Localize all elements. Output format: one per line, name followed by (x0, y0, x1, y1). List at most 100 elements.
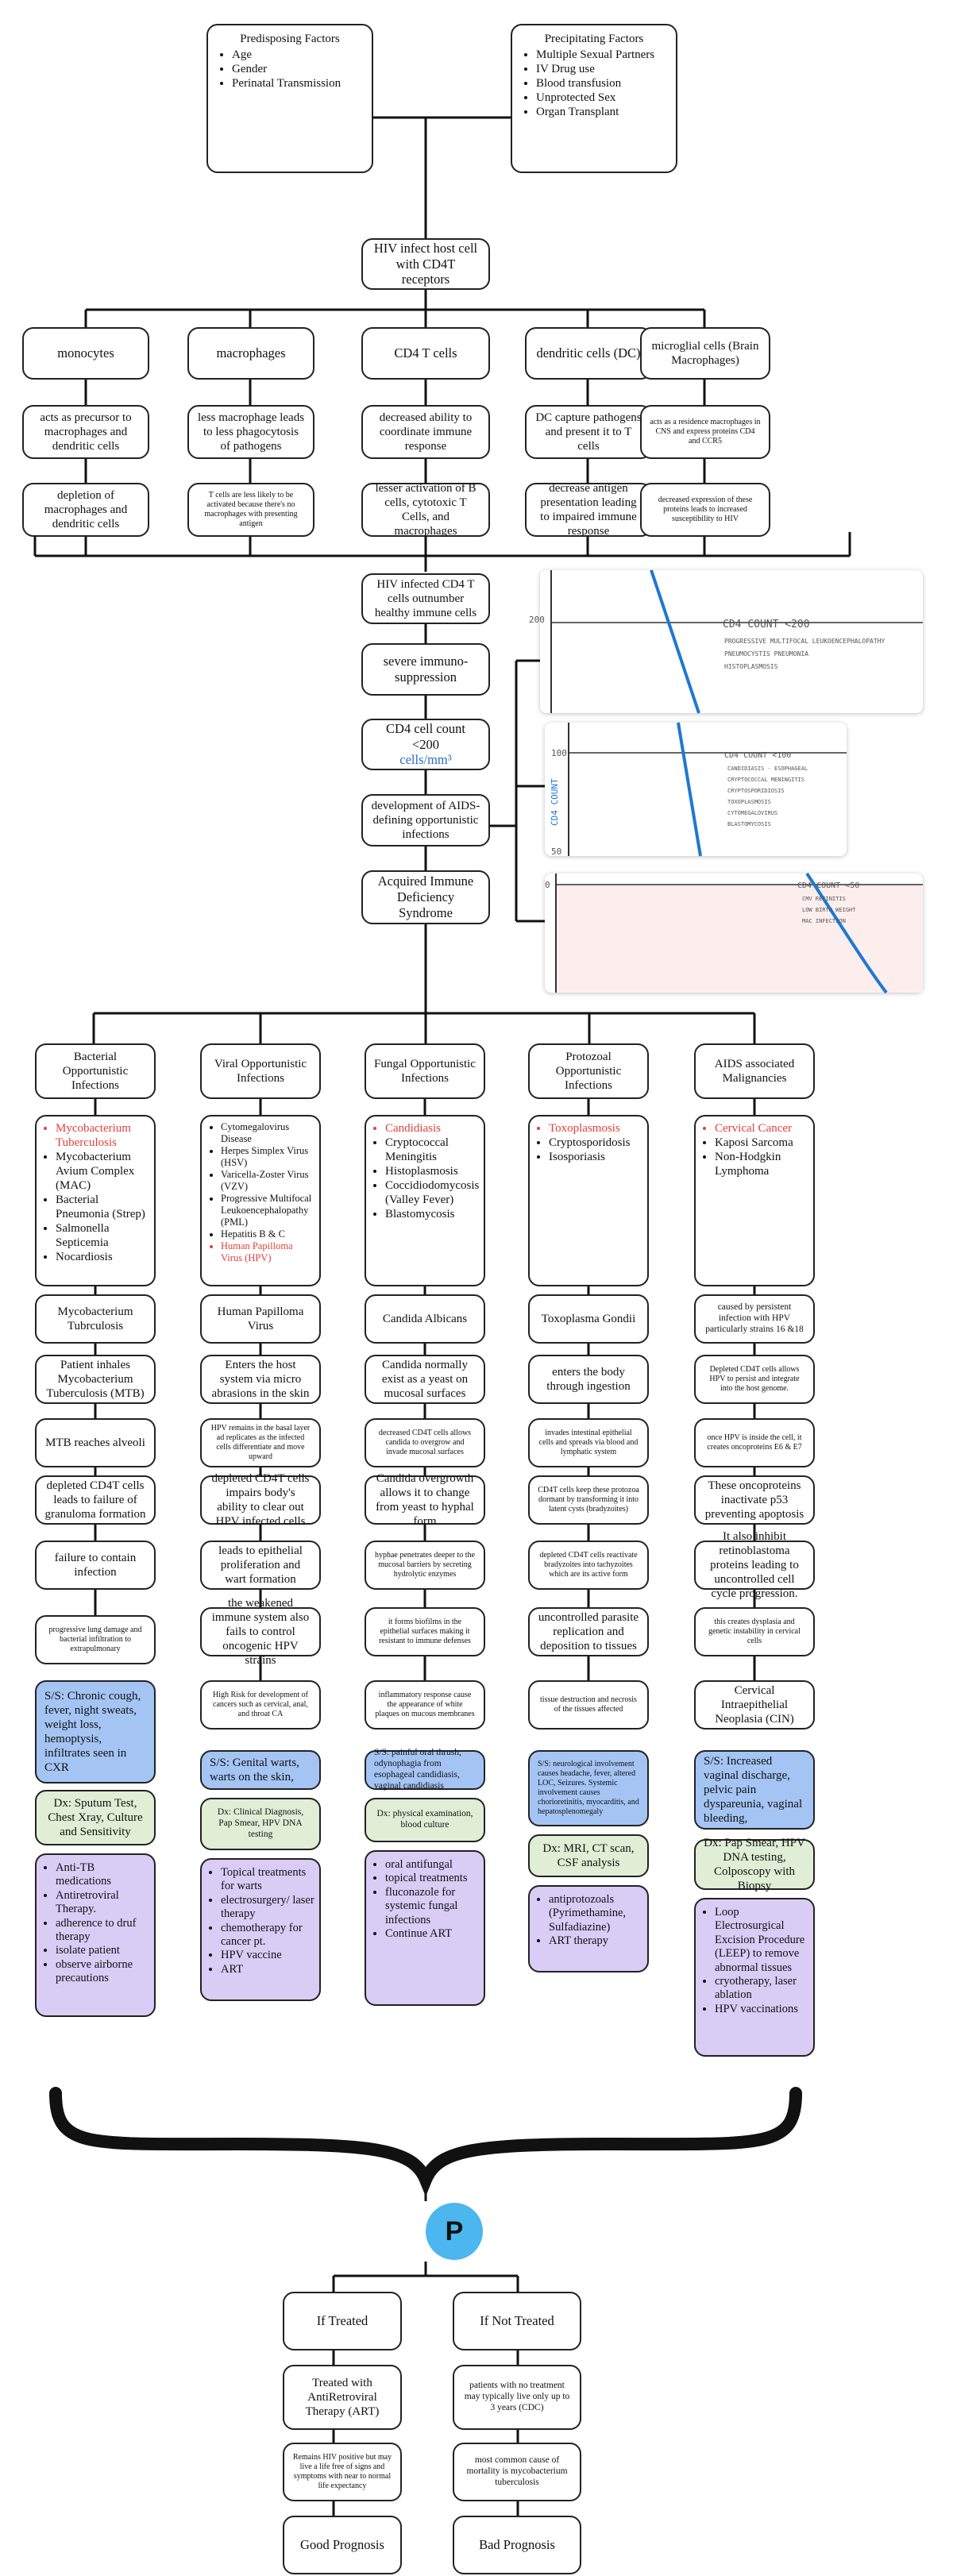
column-header: Fungal Opportunistic Infections (365, 1043, 485, 1099)
infection-list-items: Cervical CancerKaposi SarcomaNon-Hodgkin… (700, 1121, 808, 1178)
treatment-item: HPV vaccine (221, 1949, 314, 1962)
pathophysiology-step: this creates dysplasia and genetic insta… (694, 1607, 815, 1656)
aids-box: Acquired Immune Deficiency Syndrome (361, 870, 490, 924)
precipitating-factors-box: Precipitating Factors Multiple Sexual Pa… (511, 24, 677, 173)
treatment-item: Topical treatments for warts (221, 1866, 314, 1894)
pathophysiology-step: tissue destruction and necrosis of the t… (528, 1680, 649, 1730)
pathophysiology-step: progressive lung damage and bacterial in… (35, 1615, 156, 1664)
list-item-highlight: Candidiasis (385, 1121, 479, 1136)
untreated-outcome-box: most common cause of mortality is mycoba… (453, 2443, 581, 2501)
signs-symptoms-box: S/S: Increased vaginal discharge, pelvic… (694, 1750, 815, 1830)
cell-type-box: macrophages (187, 327, 314, 380)
cd4-decline-line (805, 872, 888, 994)
chart-item: HISTOPLASMOSIS (724, 663, 778, 670)
chart-title: CD4 COUNT <100 (724, 751, 791, 760)
tick-label-50: 50 (551, 846, 561, 857)
list-item: Kaposi Sarcoma (715, 1136, 808, 1150)
cd4-chart-50-svg: 0 CD4 COUNT <50 CMV RETINITIS LOW BIRTH … (545, 872, 923, 994)
cell-effect-box: lesser activation of B cells, cytotoxic … (361, 482, 490, 538)
treatment-item: adherence to druf therapy (56, 1917, 149, 1945)
infection-list-items: Cytomegalovirus DiseaseHerpes Simplex Vi… (206, 1121, 314, 1264)
treatment-item: electrosurgery/ laser therapy (221, 1894, 314, 1922)
curly-brace (49, 2087, 802, 2197)
chart-title: CD4 COUNT <200 (723, 619, 810, 631)
tick-label-100: 100 (551, 748, 567, 758)
treatment-item: isolate patient (56, 1944, 149, 1957)
if-treated-box: If Treated (283, 2292, 402, 2350)
treatment-item: Loop Electrosurgical Excision Procedure … (715, 1906, 808, 1975)
diagnosis-box: Dx: Clinical Diagnosis, Pap Smear, HPV D… (200, 1798, 321, 1850)
cell-type-box: monocytes (22, 327, 149, 380)
organism-box: Candida Albicans (365, 1294, 485, 1344)
signs-symptoms-box: S/S: Genital warts, warts on the skin, (200, 1750, 321, 1790)
list-item: Isosporiasis (549, 1150, 631, 1164)
treatment-box: oral antifungaltopical treatmentsflucona… (365, 1850, 485, 2006)
cell-action-box: acts as a residence macrophages in CNS a… (640, 405, 770, 459)
pathophysiology-step: it forms biofilms in the epithelial surf… (365, 1607, 485, 1656)
chart-item: PROGRESSIVE MULTIFOCAL LEUKOENCEPHALOPAT… (724, 638, 885, 645)
cd4-decline-line (650, 569, 700, 714)
treatment-list: oral antifungaltopical treatmentsflucona… (371, 1858, 479, 1941)
treatment-item: ART therapy (549, 1934, 642, 1948)
pathophysiology-step: decreased CD4T cells allows candida to o… (365, 1418, 485, 1467)
precipitating-title: Precipitating Factors (544, 33, 644, 45)
treatment-item: fluconazole for systemic fungal infectio… (385, 1886, 479, 1927)
predisposing-list: Age Gender Perinatal Transmission (218, 48, 341, 91)
pathophysiology-step: uncontrolled parasite replication and de… (528, 1607, 649, 1656)
pathophysiology-step: Cervical Intraepithelial Neoplasia (CIN) (694, 1680, 815, 1730)
list-item: Multiple Sexual Partners (536, 48, 654, 62)
list-item: Blastomycosis (385, 1207, 479, 1221)
pathophysiology-step: CD4T cells keep these protozoa dormant b… (528, 1475, 649, 1525)
cell-effect-box: T cells are less likely to be activated … (187, 483, 314, 537)
cd4-count-text: CD4 cell count <200 (386, 720, 465, 752)
list-item: Non-Hodgkin Lymphoma (715, 1150, 808, 1178)
pathophysiology-step: These oncoproteins inactivate p53 preven… (694, 1475, 815, 1525)
infection-list: Mycobacterium TuberculosisMycobacterium … (35, 1115, 156, 1286)
pathophysiology-step: depleted CD4T cells leads to failure of … (35, 1475, 156, 1525)
pathophysiology-step: Candida normally exist as a yeast on muc… (365, 1355, 485, 1404)
infection-list-items: ToxoplasmosisCryptosporidosisIsosporiasi… (534, 1121, 631, 1164)
infection-list: Cervical CancerKaposi SarcomaNon-Hodgkin… (694, 1115, 815, 1286)
list-item: Progressive Multifocal Leukoencephalopat… (221, 1193, 314, 1228)
infection-list-items: CandidiasisCryptococcal MeningitisHistop… (371, 1121, 479, 1221)
column-header: Protozoal Opportunistic Infections (528, 1043, 649, 1099)
pathophysiology-step: failure to contain infection (35, 1541, 156, 1590)
list-item: Nocardiosis (56, 1250, 149, 1264)
treatment-item: antiprotozoals (Pyrimethamine, Sulfadiaz… (549, 1893, 642, 1934)
list-item: Unprotected Sex (536, 91, 654, 105)
treated-outcome-box: Remains HIV positive but may live a life… (283, 2443, 402, 2501)
treatment-item: topical treatments (385, 1872, 479, 1885)
immunosuppression-box: severe immuno-suppression (361, 643, 490, 696)
treatment-box: Topical treatments for wartselectrosurge… (200, 1858, 321, 2001)
treatment-item: observe airborne precautions (56, 1958, 149, 1986)
list-item: Herpes Simplex Virus (HSV) (221, 1145, 314, 1169)
list-item: IV Drug use (536, 62, 654, 76)
list-item: Salmonella Septicemia (56, 1221, 149, 1250)
organism-box: Toxoplasma Gondii (528, 1294, 649, 1344)
list-item-highlight: Mycobacterium Tuberculosis (56, 1121, 149, 1150)
chart-item: TOXOPLASMOSIS (727, 799, 771, 805)
treatment-list: antiprotozoals (Pyrimethamine, Sulfadiaz… (534, 1893, 642, 1949)
diagnosis-box: Dx: physical examination, blood culture (365, 1798, 485, 1842)
list-item: Hepatitis B & C (221, 1228, 314, 1240)
list-item: Cryptococcal Meningitis (385, 1136, 479, 1164)
signs-symptoms-box: S/S: Chronic cough, fever, night sweats,… (35, 1680, 156, 1784)
treated-detail-box: Treated with AntiRetroviral Therapy (ART… (283, 2365, 402, 2430)
predisposing-title: Predisposing Factors (240, 33, 340, 45)
signs-symptoms-box: S/S: painful oral thrush, odynophagia fr… (365, 1748, 485, 1791)
cd4-chart-200-svg: 200 CD4 COUNT <200 PROGRESSIVE MULTIFOCA… (529, 569, 923, 714)
cd4-chart-100: 100 50 CD4 COUNT CD4 COUNT <100 CANDIDIA… (545, 722, 847, 857)
cell-effect-box: decreased expression of these proteins l… (640, 483, 770, 537)
cd4-chart-200: 200 CD4 COUNT <200 PROGRESSIVE MULTIFOCA… (529, 569, 923, 714)
infection-list: ToxoplasmosisCryptosporidosisIsosporiasi… (528, 1115, 649, 1286)
list-item: Cryptosporidosis (549, 1136, 631, 1150)
pathophysiology-step: HPV remains in the basal layer ad replic… (200, 1418, 321, 1467)
treatment-item: Continue ART (385, 1927, 479, 1941)
cell-type-box: dendritic cells (DC) (525, 327, 652, 380)
treatment-item: chemotherapy for cancer pt. (221, 1922, 314, 1949)
outnumber-box: HIV infected CD4 T cells outnumber healt… (361, 573, 490, 624)
good-prognosis-box: Good Prognosis (283, 2516, 402, 2574)
treatment-box: antiprotozoals (Pyrimethamine, Sulfadiaz… (528, 1885, 649, 1972)
pathophysiology-step: leads to epithelial proliferation and wa… (200, 1541, 321, 1590)
